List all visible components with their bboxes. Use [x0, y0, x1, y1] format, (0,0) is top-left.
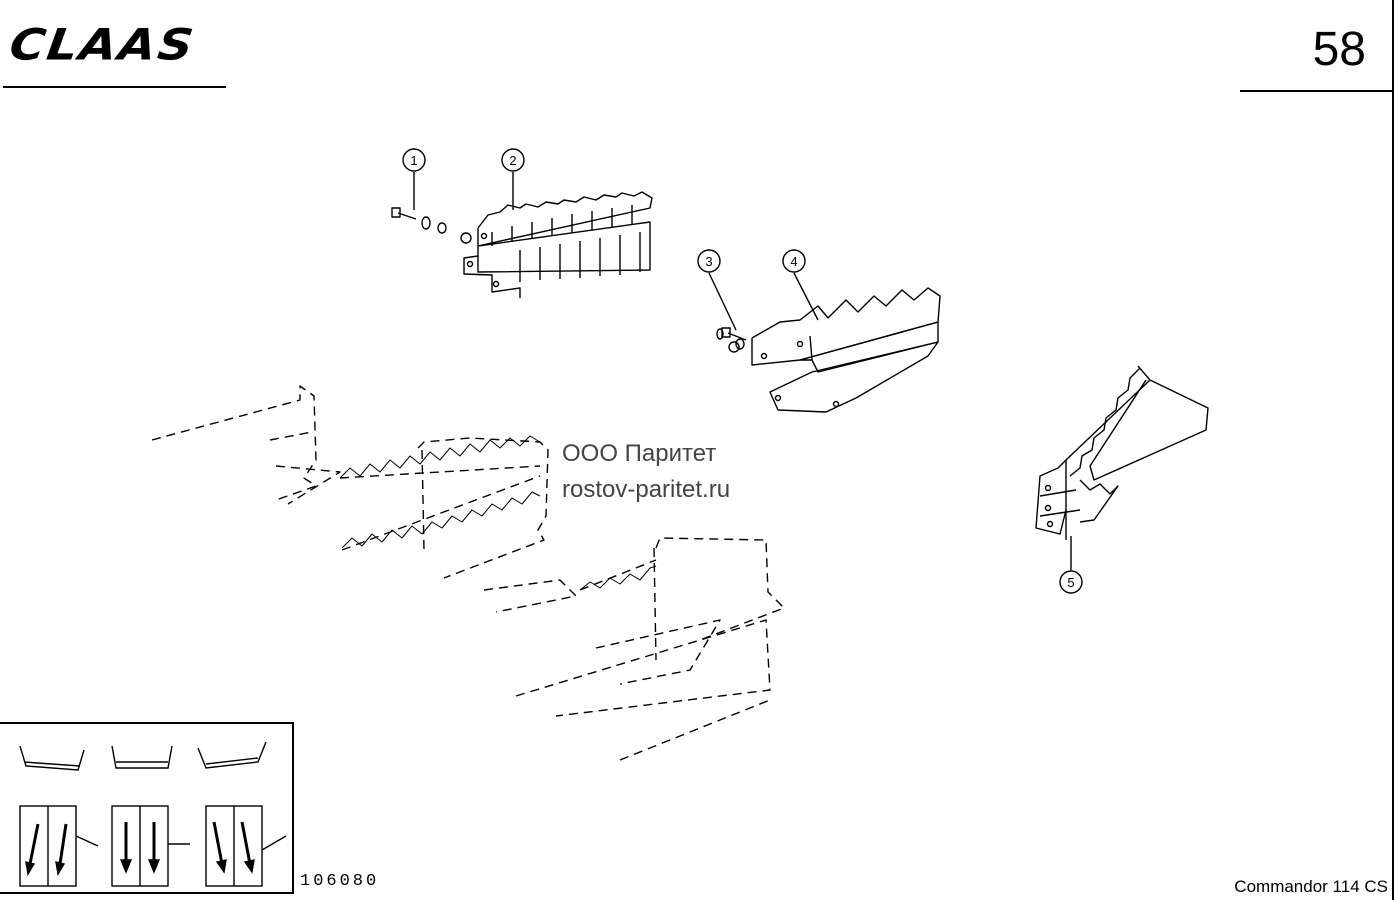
callout-5-label: 5 — [1067, 575, 1074, 590]
callout-4-label: 4 — [790, 254, 797, 269]
watermark: ООО Паритет rostov-paritet.ru — [562, 436, 730, 508]
watermark-company: ООО Паритет — [562, 440, 717, 467]
callout-1[interactable]: 1 — [402, 148, 426, 210]
profile-icon-1 — [19, 745, 85, 771]
watermark-website[interactable]: rostov-paritet.ru — [562, 476, 731, 503]
drawing-number: 106080 — [300, 872, 380, 891]
callout-3[interactable]: 3 — [697, 249, 737, 331]
page-border-right — [1392, 0, 1394, 900]
model-name: Commandor 114 CS — [1234, 877, 1388, 896]
direction-icon-3 — [205, 805, 287, 887]
part-1-bolt — [391, 207, 472, 244]
part-2-serrated-guide — [463, 191, 653, 298]
callout-3-label: 3 — [705, 254, 712, 269]
reference-frame-teeth — [339, 435, 657, 591]
part-3-bolt — [716, 327, 747, 353]
callout-4[interactable]: 4 — [782, 249, 819, 321]
direction-icon-2 — [111, 805, 190, 887]
header-rule-right — [1240, 90, 1393, 92]
callout-2[interactable]: 2 — [501, 148, 525, 210]
callout-2-label: 2 — [509, 153, 516, 168]
page-number: 58 — [1312, 23, 1366, 76]
profile-icon-3 — [197, 741, 267, 769]
view-indicator-icons — [19, 741, 287, 887]
header-rule-left — [3, 86, 226, 88]
direction-icon-1 — [19, 805, 99, 887]
view-indicator-box — [0, 722, 294, 894]
callout-5[interactable]: 5 — [1059, 536, 1083, 594]
part-4-toothed-plate — [751, 287, 941, 413]
profile-icon-2 — [111, 745, 173, 769]
callout-1-label: 1 — [410, 153, 417, 168]
part-5-guide-rail — [1035, 365, 1209, 540]
reference-frame-dashed — [151, 385, 785, 761]
